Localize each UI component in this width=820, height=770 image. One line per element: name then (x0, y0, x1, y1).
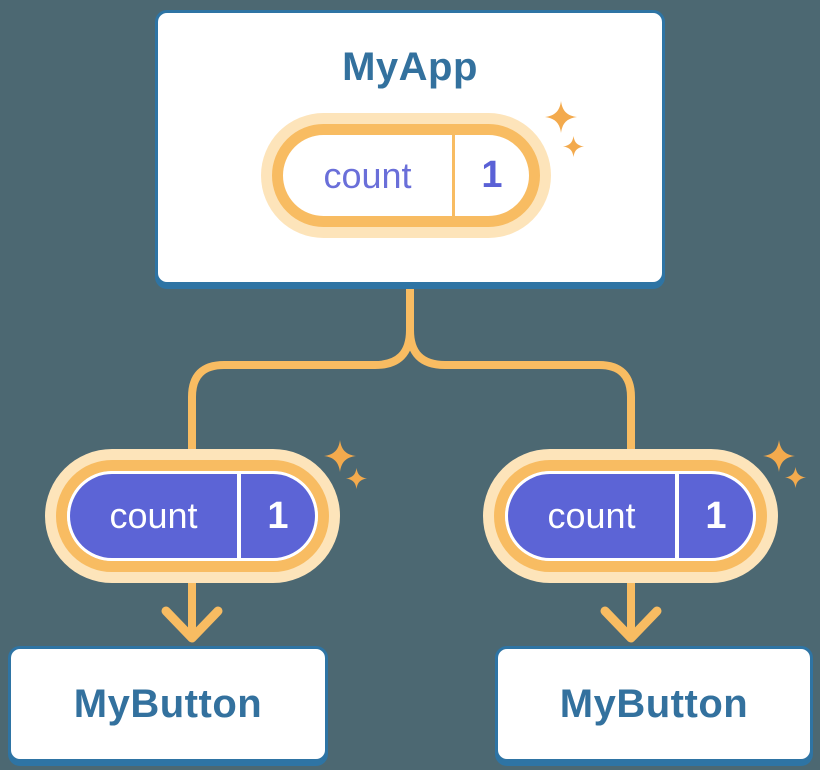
sparkle-icon (324, 440, 356, 472)
prop-pill-label: count (109, 495, 198, 536)
state-pill-ring: count 1 (272, 124, 540, 227)
mybutton-title: MyButton (73, 681, 263, 726)
prop-pill-value: 1 (267, 494, 289, 537)
prop-pill-gap: count 1 (67, 471, 318, 561)
myapp-component-card: MyApp (155, 10, 665, 285)
mybutton-component-card-right: MyButton (495, 646, 813, 762)
sparkle-icon (545, 101, 577, 133)
sparkle-icon (785, 467, 806, 488)
state-pill-count: count 1 (261, 113, 551, 238)
mybutton-title: MyButton (559, 681, 749, 726)
mybutton-component-card-left: MyButton (8, 646, 328, 762)
prop-pill-body: count 1 (70, 474, 315, 558)
arrow-down-icon (161, 606, 223, 643)
state-pill-label: count (323, 154, 412, 196)
prop-pill-count-left: count 1 (45, 449, 340, 583)
connector-branch-left (188, 284, 414, 455)
pill-divider (237, 474, 241, 558)
myapp-title: MyApp (342, 45, 478, 89)
sparkle-icon (563, 136, 584, 157)
pill-divider (675, 474, 679, 558)
state-pill-value: 1 (481, 154, 503, 196)
arrow-down-icon (600, 606, 662, 643)
prop-pill-label: count (547, 495, 636, 536)
connector-branch-right (406, 284, 635, 455)
prop-pill-ring: count 1 (494, 460, 767, 572)
sparkle-icon (346, 468, 367, 489)
prop-pill-gap: count 1 (505, 471, 756, 561)
prop-pill-body: count 1 (508, 474, 753, 558)
prop-pill-ring: count 1 (56, 460, 329, 572)
prop-pill-count-right: count 1 (483, 449, 778, 583)
pill-divider (452, 135, 455, 216)
prop-pill-value: 1 (705, 494, 727, 537)
sparkle-icon (763, 440, 795, 472)
